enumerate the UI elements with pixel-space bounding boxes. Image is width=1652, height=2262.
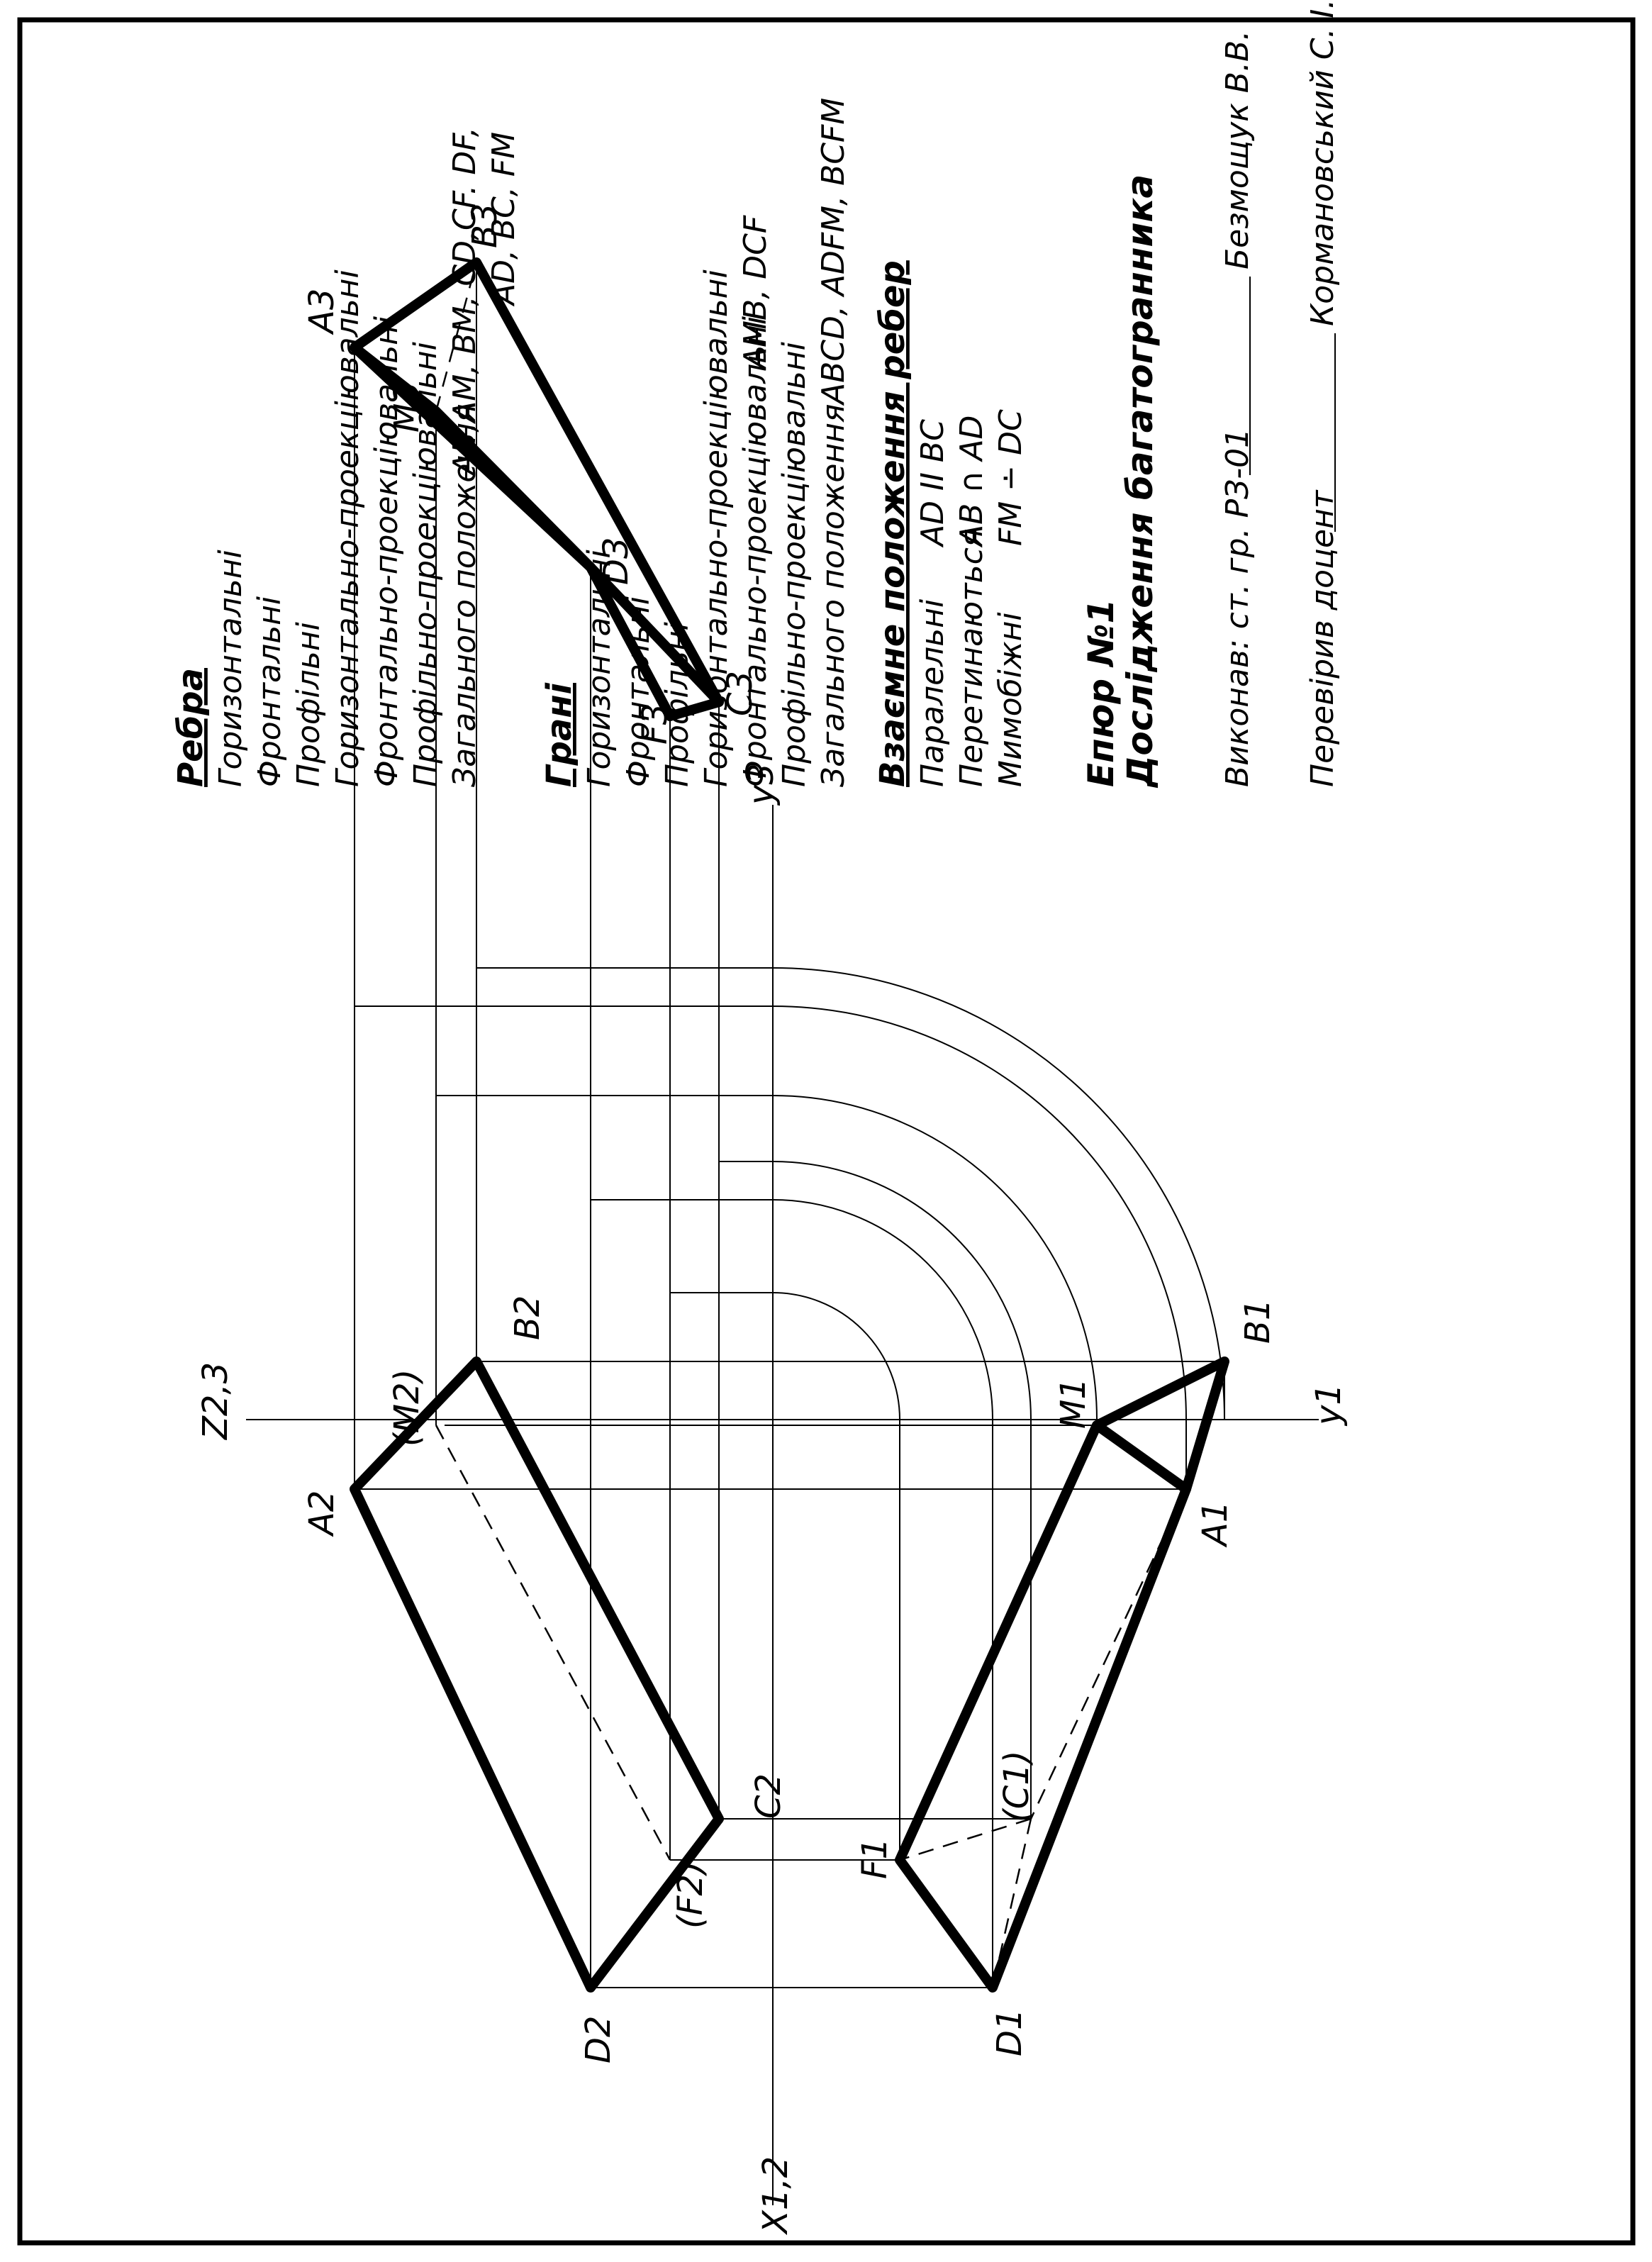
- edges-row-label: Горизонтально-проекціювальні: [330, 269, 366, 787]
- horizontal-projection: [895, 1356, 1229, 1993]
- horizontal-hidden-AC: [1029, 1488, 1188, 1820]
- label-F2: (F2): [671, 1861, 710, 1929]
- faces-row-label: Загального положення: [815, 404, 852, 787]
- faces-row-label: Горизонтально-проекціювальні: [698, 269, 735, 787]
- label-M2: (M2): [387, 1369, 427, 1447]
- faces-row-label: Фронтальні: [620, 596, 657, 787]
- edges-row-value: AB,AM, BM, CD,CF. DF,: [447, 127, 483, 477]
- label-F3: F3: [635, 703, 675, 745]
- coordinate-axes: [246, 805, 1319, 2205]
- edges-row-label: Горизонтальні: [213, 550, 249, 787]
- arc-A: [772, 1005, 1187, 1420]
- faces-row-label: Фронтально-проекціювальні: [737, 316, 774, 787]
- profile-hidden-MB: [435, 262, 478, 412]
- profile-projection: [350, 257, 724, 721]
- arc-D: [772, 1199, 993, 1420]
- horizontal-hidden-CF: [899, 1817, 1032, 1861]
- faces-row-label: Профільно-проекціювальні: [776, 341, 813, 787]
- arc-C: [772, 1161, 1032, 1420]
- label-D1: D1: [990, 2009, 1029, 2057]
- profile-edge-AD: [350, 342, 596, 572]
- label-M1: M1: [1054, 1378, 1093, 1429]
- label-B2: B2: [508, 1296, 547, 1340]
- label-B3: B3: [465, 204, 505, 248]
- sheet-border: [17, 17, 1636, 2246]
- mutual-row-value: AB ∩ AD: [954, 416, 990, 548]
- mutual-heading: Взаємне положення ребер: [873, 260, 912, 787]
- profile-edge-DC: [586, 562, 724, 707]
- signature-name: Безмощук В.В.: [1220, 30, 1256, 269]
- label-C1: (C1): [997, 1750, 1037, 1822]
- arc-M: [772, 1095, 1098, 1420]
- epure-title: Дослідження багатогранника: [1120, 174, 1161, 789]
- signature-role: Виконав: ст. гр. РЗ-01: [1220, 428, 1256, 787]
- edges-row-label: Профільні: [291, 621, 327, 787]
- label-C3: C3: [720, 671, 760, 716]
- faces-row-value: ABCD, ADFM, BCFM: [815, 98, 852, 406]
- axis-label-y3: y3: [742, 763, 781, 806]
- faces-row-value: AMB, DCF: [737, 215, 774, 371]
- mutual-list: Паралельні AD II BC Перетинаються AB ∩ A…: [915, 409, 1029, 787]
- label-M3: M3: [387, 381, 427, 433]
- edges-row-label: Фронтальні: [252, 596, 288, 787]
- frontal-projection: [350, 1356, 724, 1993]
- label-D3: D3: [596, 537, 636, 586]
- label-D2: D2: [579, 2016, 618, 2064]
- signature-role: Перевірив доцент: [1305, 489, 1341, 787]
- label-A1: A1: [1195, 1501, 1235, 1548]
- frontal-hidden-MF: [435, 1425, 671, 1861]
- faces-heading: Грані: [540, 683, 579, 788]
- mutual-row-label: Перетинаються: [954, 529, 990, 787]
- edges-row-label: Фронтально-проекціювальні: [369, 316, 405, 787]
- axis-label-z: Z2,3: [196, 1362, 235, 1441]
- edges-row-value: AD, BC, FM: [486, 132, 522, 307]
- axis-label-y1: y1: [1309, 1383, 1349, 1427]
- transfer-arcs: [355, 967, 1225, 1988]
- axis-labels: Z2,3 X1,2 y1 y3: [196, 763, 1349, 2236]
- faces-row-label: Профільні: [659, 621, 696, 787]
- faces-row-label: Горизонтальні: [581, 550, 618, 787]
- arc-B: [772, 967, 1225, 1420]
- frontal-outline: [350, 1356, 724, 1993]
- mutual-row-label: Мимобіжні: [993, 612, 1029, 787]
- mutual-row-value: FM ∸ DC: [993, 409, 1029, 546]
- arc-F: [772, 1292, 900, 1420]
- drawing-content: A2 B2 (M2) C2 (F2) D2 A1 B1 M1 (C1) F1 D…: [171, 0, 1349, 2236]
- epure-number: Епюр №1: [1081, 599, 1122, 787]
- label-F1: F1: [855, 1838, 895, 1879]
- mutual-row-label: Паралельні: [915, 598, 951, 787]
- axis-label-x: X1,2: [756, 2156, 796, 2236]
- label-C2: C2: [749, 1773, 788, 1819]
- edges-list: Горизонтальні Фронтальні Профільні Гориз…: [213, 127, 522, 787]
- label-A3: A3: [302, 289, 342, 335]
- mutual-row-value: AD II BC: [915, 419, 951, 548]
- profile-edge-DF: [586, 562, 675, 721]
- horizontal-hidden-CD: [991, 1818, 1032, 1988]
- horizontal-edge-MA: [1092, 1420, 1191, 1494]
- signature-name: Кормановський С. І.: [1305, 0, 1341, 326]
- edges-row-label: Профільно-проекціювальні: [408, 341, 444, 787]
- edges-row-label: Загального положення: [447, 404, 483, 787]
- point-labels: A2 B2 (M2) C2 (F2) D2 A1 B1 M1 (C1) F1 D…: [302, 204, 1278, 2063]
- label-B1: B1: [1238, 1299, 1278, 1344]
- faces-list: Горизонтальні Фронтальні Профільні Гориз…: [581, 98, 852, 787]
- edges-heading: Ребра: [171, 668, 211, 787]
- label-A2: A2: [302, 1491, 342, 1537]
- annotation-block: Ребра Горизонтальні Фронтальні Профільні…: [171, 0, 1341, 789]
- horizontal-outline: [895, 1356, 1229, 1993]
